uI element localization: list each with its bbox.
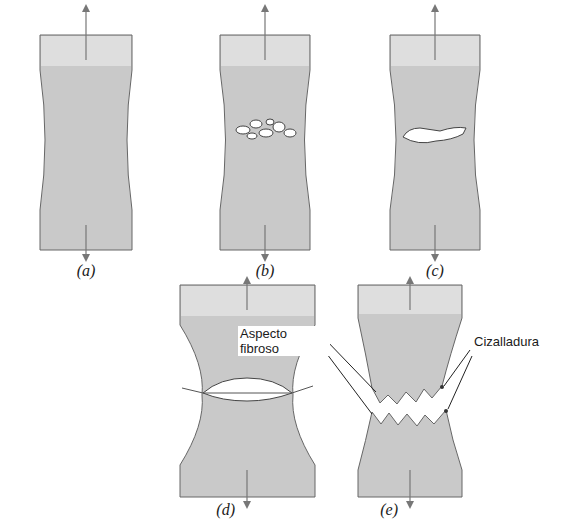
stage-label: (b) [256,262,275,280]
specimen-d [180,285,315,497]
specimen-c [390,35,480,250]
stage-label: (a) [77,262,96,280]
specimen-b [220,35,310,250]
leader-line [448,356,472,409]
callout-label: Cizalladura [472,334,541,349]
specimen-a [40,35,132,250]
stage-label: (c) [426,262,444,280]
leader-line [324,350,372,414]
stage-label: (d) [216,501,235,519]
callout-label: Aspecto fibroso [238,326,330,356]
stage-label: (e) [380,501,398,519]
